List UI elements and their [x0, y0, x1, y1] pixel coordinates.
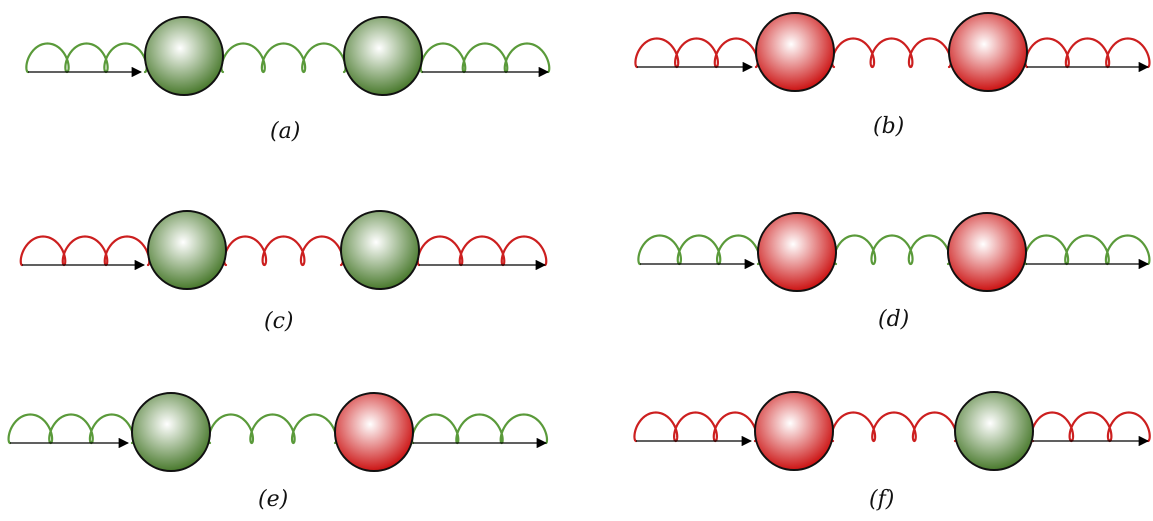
panel-e: [7, 392, 549, 472]
panel-label-d: (d): [878, 307, 909, 332]
spring-2: [833, 234, 951, 266]
green-ball-2: [340, 210, 420, 290]
spring-1: [25, 42, 148, 74]
red-ball-2: [948, 12, 1028, 92]
panel-label-e: (e): [258, 487, 288, 512]
spring-2: [220, 42, 347, 74]
spring-1: [633, 411, 758, 443]
panel-c: [19, 210, 548, 290]
spring-3: [1023, 234, 1151, 266]
spring-2: [830, 411, 958, 443]
spring-3: [416, 235, 548, 267]
panel-a: [25, 16, 551, 96]
red-ball-2: [334, 392, 414, 472]
green-ball-1: [144, 16, 224, 96]
spring-1: [634, 37, 759, 69]
spring-1: [19, 235, 151, 267]
panel-label-c: (c): [264, 309, 294, 334]
spring-1: [7, 413, 135, 445]
spring-2: [223, 235, 344, 267]
spring-1: [637, 234, 761, 266]
panel-f: [633, 391, 1151, 471]
red-ball-1: [757, 212, 837, 292]
panel-label-b: (b): [873, 114, 904, 139]
panel-d: [637, 212, 1151, 292]
panel-label-f: (f): [869, 487, 894, 512]
red-ball-2: [947, 212, 1027, 292]
spring-3: [410, 413, 549, 445]
panel-label-a: (a): [270, 119, 300, 144]
red-ball-1: [755, 12, 835, 92]
panel-b: [634, 12, 1151, 92]
green-ball-2: [343, 16, 423, 96]
red-ball-1: [754, 391, 834, 471]
spring-3: [419, 42, 551, 74]
spring-2: [207, 413, 338, 445]
spring-3: [1030, 411, 1151, 443]
green-ball-1: [131, 392, 211, 472]
spring-2: [831, 37, 952, 69]
green-ball-2: [954, 391, 1034, 471]
green-ball-1: [147, 210, 227, 290]
spring-3: [1024, 37, 1151, 69]
